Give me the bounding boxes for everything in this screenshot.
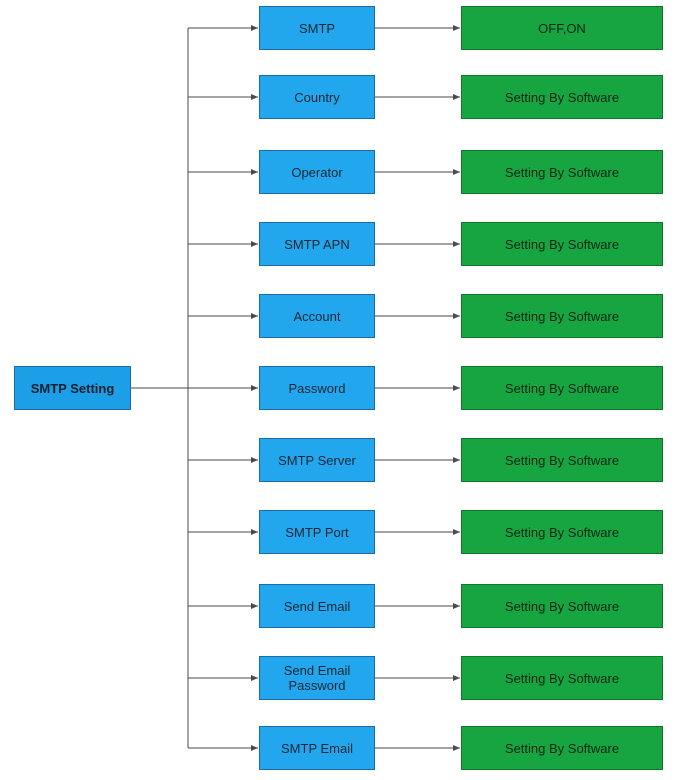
param-node-label-line-2: Password — [288, 678, 346, 693]
value-node-smtp-server: Setting By Software — [461, 438, 663, 482]
value-node-operator: Setting By Software — [461, 150, 663, 194]
value-node-label: Setting By Software — [504, 740, 620, 756]
value-node-send-email: Setting By Software — [461, 584, 663, 628]
param-node-label-line-1: Send Email — [283, 663, 351, 678]
value-node-label: Setting By Software — [504, 89, 620, 105]
value-node-smtp: OFF,ON — [461, 6, 663, 50]
value-node-label: Setting By Software — [504, 598, 620, 614]
param-node-label: Operator — [291, 164, 343, 180]
value-node-smtp-apn: Setting By Software — [461, 222, 663, 266]
param-node-label: SMTP Server — [278, 452, 356, 468]
value-node-account: Setting By Software — [461, 294, 663, 338]
param-node-send-email-password: Send Email Password — [259, 656, 375, 700]
param-node-smtp: SMTP — [259, 6, 375, 50]
value-node-label: Setting By Software — [504, 524, 620, 540]
param-node-label: Account — [293, 308, 341, 324]
param-node-label: SMTP Email — [281, 740, 353, 756]
value-node-password: Setting By Software — [461, 366, 663, 410]
param-node-smtp-port: SMTP Port — [259, 510, 375, 554]
param-node-account: Account — [259, 294, 375, 338]
param-node-label: SMTP Port — [285, 524, 349, 540]
value-node-send-email-password: Setting By Software — [461, 656, 663, 700]
param-node-label: Send Email — [283, 598, 351, 614]
param-node-send-email: Send Email — [259, 584, 375, 628]
param-node-label: Password — [288, 380, 346, 396]
param-node-smtp-server: SMTP Server — [259, 438, 375, 482]
param-node-smtp-apn: SMTP APN — [259, 222, 375, 266]
param-node-label: SMTP APN — [284, 236, 350, 252]
value-node-label: Setting By Software — [504, 452, 620, 468]
value-node-label: Setting By Software — [504, 164, 620, 180]
root-node-smtp-setting: SMTP Setting — [14, 366, 131, 410]
param-node-label: SMTP — [298, 20, 336, 36]
param-node-password: Password — [259, 366, 375, 410]
value-node-label: Setting By Software — [504, 236, 620, 252]
root-node-label: SMTP Setting — [30, 380, 115, 396]
value-node-label: OFF,ON — [538, 20, 586, 36]
param-node-country: Country — [259, 75, 375, 119]
value-node-country: Setting By Software — [461, 75, 663, 119]
param-node-smtp-email: SMTP Email — [259, 726, 375, 770]
value-node-label: Setting By Software — [504, 670, 620, 686]
value-node-smtp-port: Setting By Software — [461, 510, 663, 554]
value-node-label: Setting By Software — [504, 380, 620, 396]
value-node-smtp-email: Setting By Software — [461, 726, 663, 770]
value-node-label: Setting By Software — [504, 308, 620, 324]
param-node-label: Country — [294, 89, 340, 105]
param-node-operator: Operator — [259, 150, 375, 194]
